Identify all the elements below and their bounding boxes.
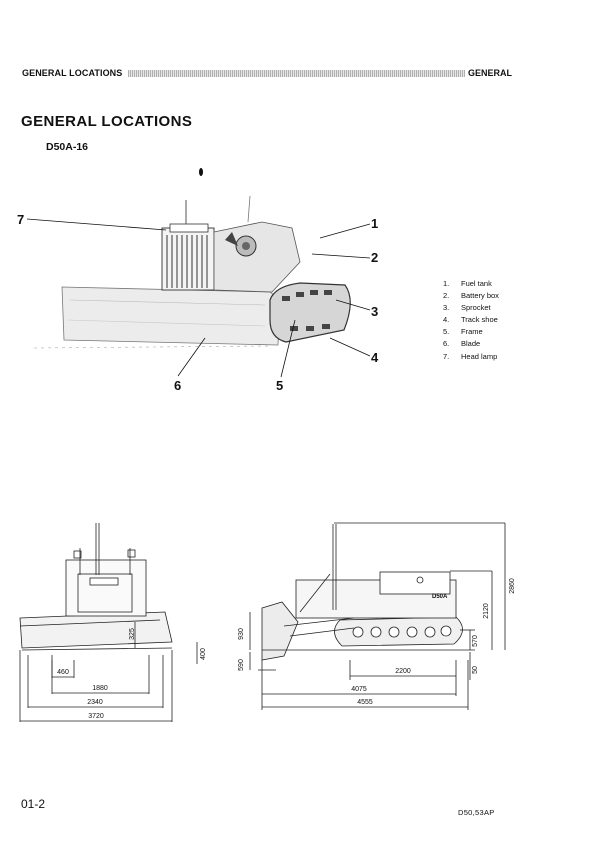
callout-4: 4 xyxy=(371,350,379,365)
callout-2: 2 xyxy=(371,250,378,265)
legend-item: 5.Frame xyxy=(443,327,483,337)
dim-front-overall-width: 2340 xyxy=(87,699,103,706)
callout-5: 5 xyxy=(276,378,283,393)
dim-side-track-length: 2200 xyxy=(395,668,411,675)
dim-front-blade-width: 3720 xyxy=(88,713,104,720)
document-code: D50,53AP xyxy=(458,808,495,817)
legend-item: 2.Battery box xyxy=(443,291,499,301)
legend-item: 3.Sprocket xyxy=(443,303,491,313)
callout-3: 3 xyxy=(371,304,378,319)
model-name: D50A-16 xyxy=(46,141,89,153)
header-rule xyxy=(128,70,465,77)
callout-7: 7 xyxy=(17,212,24,227)
dim-side-blade-lift: 930 xyxy=(238,628,245,640)
legend-item: 4.Track shoe xyxy=(443,315,498,325)
dim-side-overall-length: 4555 xyxy=(357,699,373,706)
legend-item: 6.Blade xyxy=(443,339,481,349)
dim-front-blade-tilt: 325 xyxy=(129,628,136,640)
dim-side-overall-height: 2860 xyxy=(509,578,516,594)
dim-front-track-gauge: 460 xyxy=(57,669,69,676)
dim-side-length-no-blade: 4075 xyxy=(351,686,367,693)
dim-front-tilt-height: 400 xyxy=(200,648,207,660)
parts-legend: 1.Fuel tank 2.Battery box 3.Sprocket 4.T… xyxy=(443,278,499,363)
running-header-right: GENERAL xyxy=(468,68,513,78)
page-title: GENERAL LOCATIONS xyxy=(21,113,193,130)
dim-side-blade-drop: 590 xyxy=(238,659,245,671)
dim-front-track-width: 1880 xyxy=(92,685,108,692)
running-header-left: GENERAL LOCATIONS xyxy=(22,68,123,78)
machine-badge: D50A xyxy=(432,594,448,600)
dim-side-clearance: 570 xyxy=(472,635,479,647)
legend-item: 7.Head lamp xyxy=(443,351,498,361)
page-number: 01-2 xyxy=(21,797,46,811)
legend-item: 1.Fuel tank xyxy=(443,279,492,288)
callout-6: 6 xyxy=(174,378,181,393)
dim-side-grouser: 50 xyxy=(472,666,479,674)
callout-1: 1 xyxy=(371,216,378,231)
dim-side-height-body: 2120 xyxy=(483,603,490,619)
